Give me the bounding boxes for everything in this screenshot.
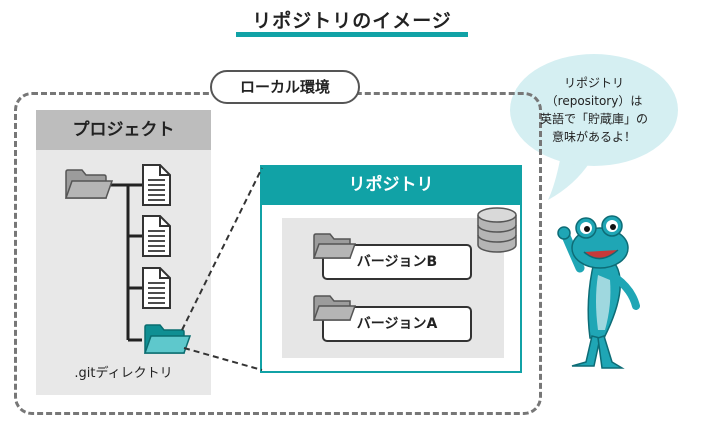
document-icon (142, 267, 171, 309)
speech-line: （repository）は (545, 94, 643, 108)
page-title: リポジトリのイメージ (252, 10, 452, 32)
version-b-box: バージョンB (322, 244, 472, 280)
tree-lines (110, 183, 142, 342)
speech-line: 英語で「貯蔵庫」の (539, 112, 648, 126)
speech-line: リポジトリ (563, 76, 624, 90)
document-icon (142, 215, 171, 257)
project-label: プロジェクト (36, 110, 211, 150)
repository-label: リポジトリ (260, 165, 522, 205)
git-dir-label: .gitディレクトリ (74, 366, 173, 381)
git-folder-icon (143, 324, 192, 354)
frog-character-icon (557, 215, 640, 369)
project-folder-icon (64, 169, 114, 199)
version-a-folder-icon (312, 295, 357, 321)
speech-bubble (510, 54, 678, 200)
document-icon (142, 164, 171, 206)
local-env-label: ローカル環境 (210, 70, 360, 104)
speech-bubble-text: リポジトリ （repository）は 英語で「貯蔵庫」の 意味があるよ！ (520, 74, 668, 146)
title-underline (236, 32, 468, 37)
zoom-lines (181, 167, 263, 371)
version-b-folder-icon (312, 233, 357, 259)
database-icon (477, 207, 517, 253)
speech-line: 意味があるよ！ (551, 130, 636, 144)
